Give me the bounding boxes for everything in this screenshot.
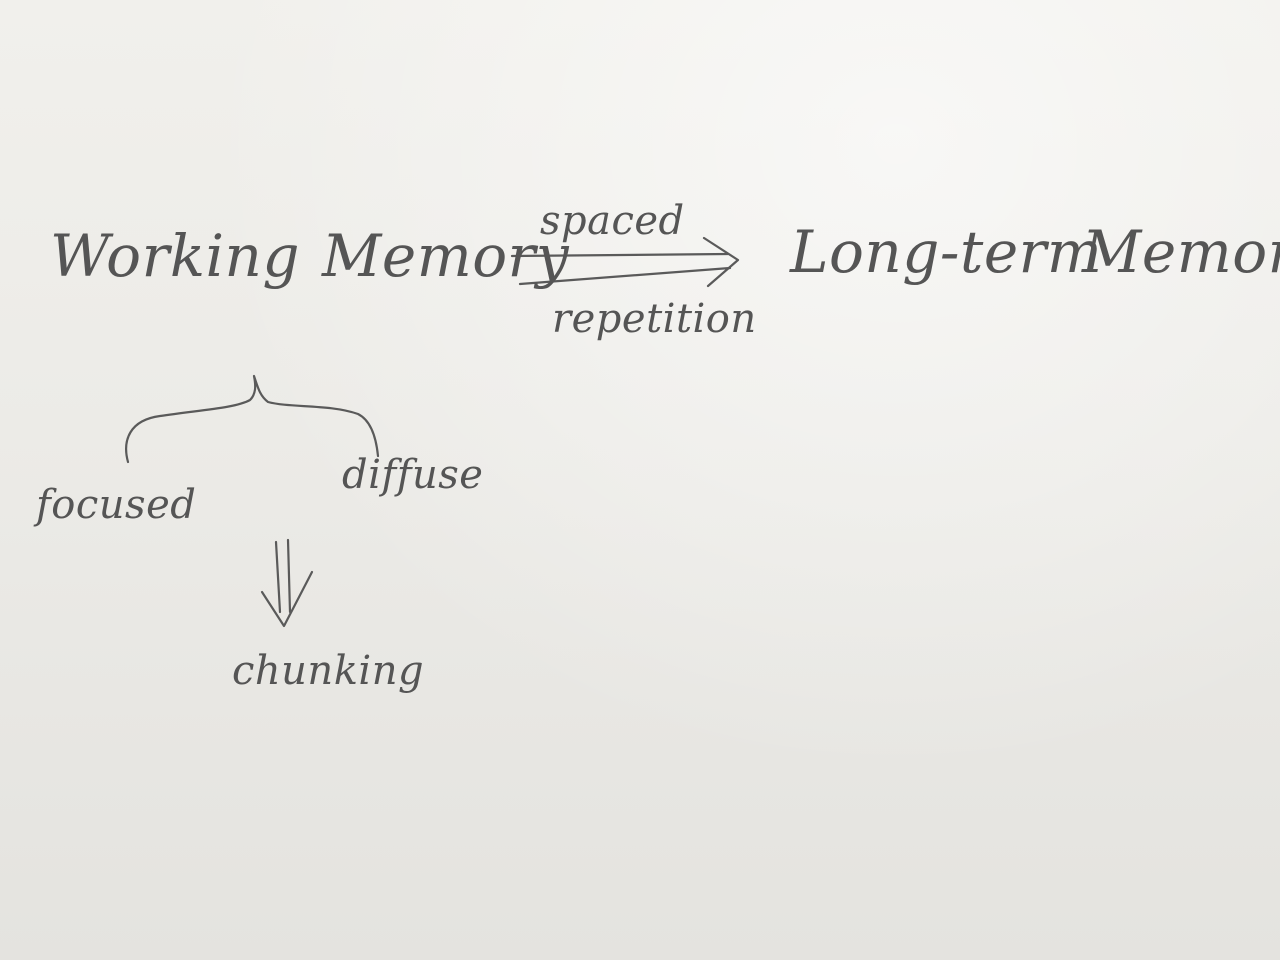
arrow-label-top: spaced xyxy=(540,198,685,244)
working-memory-word-2: Memory xyxy=(322,222,570,290)
diffuse-mode-label: diffuse xyxy=(342,452,484,498)
long-term-memory-word-2: Memory xyxy=(1082,218,1280,286)
long-term-memory-word-1: Long-term xyxy=(790,218,1103,286)
arrow-label-bottom: repetition xyxy=(552,296,757,342)
focused-mode-label: focused xyxy=(36,482,197,528)
working-memory-word-1: Working xyxy=(50,222,300,290)
chunking-label: chunking xyxy=(232,648,425,694)
